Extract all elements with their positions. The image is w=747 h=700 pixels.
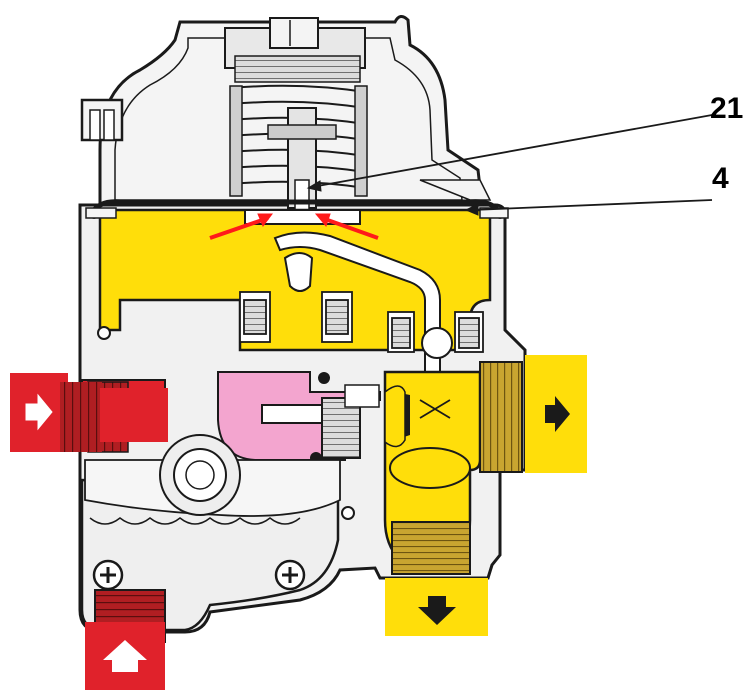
side-inlet-marker: [10, 373, 168, 452]
stem-washer: [267, 124, 337, 140]
callout-label-21: 21: [710, 92, 743, 125]
internal-posts: [239, 291, 484, 353]
pivot-ball: [421, 327, 453, 359]
arrow-down-icon: [418, 596, 456, 625]
vent-cap: [80, 98, 124, 142]
regulator-spring: [231, 84, 366, 189]
arrow-right-icon: [25, 393, 53, 431]
top-cap-knob: [269, 17, 319, 49]
right-outlet-thread: [479, 361, 523, 473]
adjusting-screw-thread: [234, 55, 361, 83]
bottom-outlet-marker: [385, 578, 488, 636]
valve-seat-thread: [321, 397, 361, 459]
diaphragm: [89, 199, 503, 215]
arrow-right-icon: [545, 396, 570, 432]
force-arrows: [209, 213, 379, 240]
bottom-outlet-thread: [391, 521, 471, 575]
plus-screw-icon: [274, 559, 306, 591]
arrow-up-icon: [103, 640, 147, 672]
bottom-inlet-marker: [85, 622, 165, 690]
callout-label-4: 4: [712, 162, 729, 195]
bonnet-inner-wall: [114, 37, 463, 201]
callout-leaders: [306, 114, 713, 216]
plus-screw-icon: [92, 559, 124, 591]
right-outlet-marker: [525, 355, 587, 473]
vent-orifice: [294, 179, 310, 211]
lever-pin: [283, 252, 314, 292]
